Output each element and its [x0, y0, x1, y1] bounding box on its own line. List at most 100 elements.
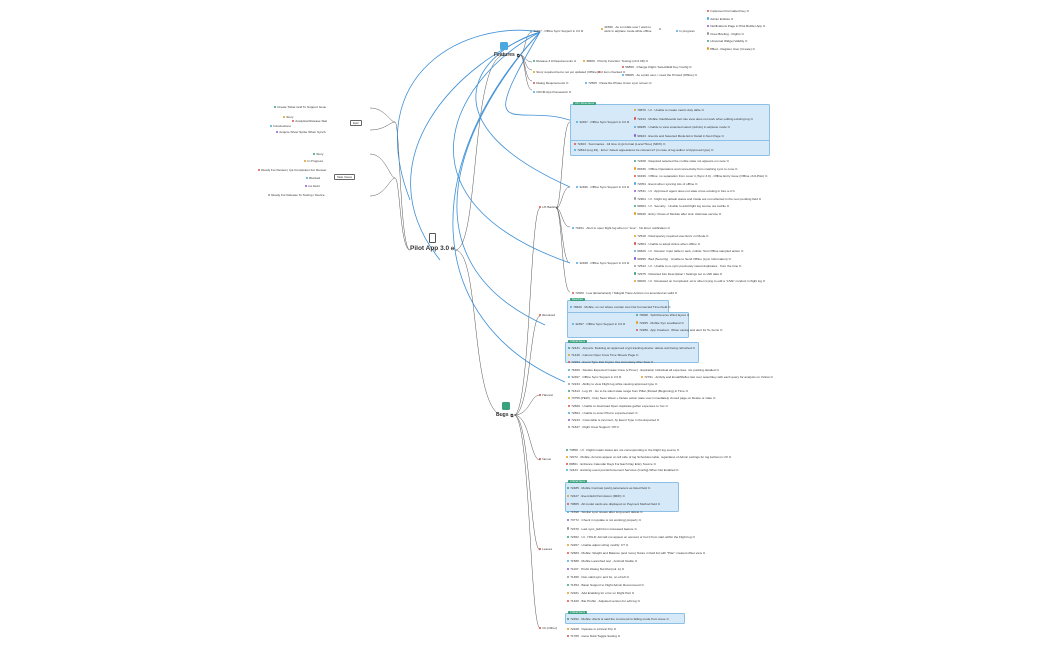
bug-item[interactable]: 72452 · Mobile: Alerts is said the comme… [567, 617, 669, 621]
bug-item[interactable]: 71588 · Mobile Launched test · Android f… [567, 559, 637, 563]
task-view-item[interactable]: Ready For Review | Qa Completion For Rev… [258, 168, 326, 172]
in-progress-item[interactable]: PBed - Register User (Create)⧉ [707, 47, 755, 51]
external-link-icon[interactable]: ⧉ [716, 367, 719, 372]
external-link-icon[interactable]: ⧉ [770, 374, 773, 379]
task-views-label[interactable]: Task Views [334, 174, 355, 180]
epic-item[interactable]: Story [283, 115, 293, 119]
bug-item[interactable]: 71765 · Gene Dark Toggle Setting⧉ [567, 634, 620, 638]
feature-child[interactable]: 39600 · Priority Function: Testing (v3.0… [583, 59, 648, 63]
external-link-icon[interactable]: ⧉ [686, 313, 690, 317]
backlog-item[interactable]: 99943 · Events and Selected Mode Error D… [634, 134, 724, 138]
external-link-icon[interactable]: ⧉ [581, 29, 584, 33]
epic-item[interactable]: Introductions [270, 124, 291, 128]
external-link-icon[interactable]: ⧉ [720, 328, 723, 332]
bug-item[interactable]: 79098 · Split Reverse Wind layout⧉ [636, 313, 689, 317]
bug-item[interactable]: 71598 · Similar sync issues after long e… [567, 510, 642, 514]
external-link-icon[interactable]: ⧉ [762, 24, 766, 28]
external-link-icon[interactable]: ⧉ [623, 70, 626, 74]
external-link-icon[interactable]: ⧉ [665, 403, 668, 408]
external-link-icon[interactable]: ⧉ [681, 320, 684, 325]
bug-item[interactable]: 71320 · Bar Profile · Adjusted version f… [567, 599, 640, 603]
external-link-icon[interactable]: ⧉ [621, 567, 625, 571]
backlog-item[interactable]: 89336 · Offline Operations and connectiv… [634, 167, 737, 171]
bug-item[interactable]: 73756 (PEW) · Duty Seen Week + Delete ac… [568, 396, 715, 400]
external-link-icon[interactable]: ⧉ [676, 468, 679, 473]
external-link-icon[interactable]: ⧉ [645, 59, 648, 63]
backlog-item[interactable]: 70870 · UI · Unable to create metric dut… [634, 108, 704, 112]
external-link-icon[interactable]: ⧉ [674, 291, 677, 295]
external-link-icon[interactable]: ⧉ [728, 454, 732, 459]
external-link-icon[interactable]: ⧉ [510, 412, 514, 418]
feature-child[interactable]: 2 item checked⧉ [598, 70, 625, 74]
backlog-item[interactable]: 72543 · UI · Unable to re-sync previousl… [634, 264, 741, 268]
bug-item[interactable]: 72286 · App Crashed · When saving and al… [636, 328, 722, 332]
external-link-icon[interactable]: ⧉ [727, 125, 730, 129]
task-view-item[interactable]: Ice Debt [305, 184, 320, 188]
external-link-icon[interactable]: ⧉ [634, 526, 637, 531]
category-features[interactable]: Features ⧉ [494, 42, 520, 58]
backlog-item[interactable]: 99946 · Entry: Flows of Module after sin… [634, 212, 721, 216]
in-progress-item[interactable]: Crew Briefing - Flights⧉ [707, 32, 744, 36]
external-link-icon[interactable]: ⧉ [711, 148, 714, 152]
external-link-icon[interactable]: ⧉ [730, 16, 734, 21]
backlog-item[interactable]: 99026 · UI · Reviewed on Completed: erro… [634, 279, 765, 283]
collapse-toggle-icon[interactable]: ⊖ [449, 246, 455, 252]
bug-branch-label[interactable]: Resolved [539, 313, 555, 317]
task-view-item[interactable]: Blocked [306, 176, 320, 180]
bug-item[interactable]: 76369 · Studies Expected Create Crew (v.… [568, 368, 719, 372]
in-progress-item[interactable]: Universal Widget Validity⧉ [707, 39, 747, 43]
epic-hub[interactable]: 32497 · Offline Sync Support in 3.0⧉ [568, 375, 621, 379]
external-link-icon[interactable]: ⧉ [663, 142, 666, 146]
external-link-icon[interactable]: ⧉ [676, 448, 680, 452]
bug-item[interactable]: 72431 · Airports: Deleting an approved c… [568, 346, 695, 350]
epic-label[interactable]: Epic [350, 120, 362, 126]
external-link-icon[interactable]: ⧉ [668, 305, 671, 309]
external-link-icon[interactable]: ⧉ [635, 410, 638, 415]
external-link-icon[interactable]: ⧉ [516, 52, 520, 58]
epic-item[interactable]: Acquire Show Sprite When Synch [276, 130, 326, 134]
epic-hub[interactable]: 32497 · Offline Sync Support in 3.0⧉ [530, 29, 583, 33]
bug-item[interactable]: 71107 · Prefix Dialog Not Run(nul. A)⧉ [567, 567, 624, 571]
external-link-icon[interactable]: ⧉ [656, 418, 660, 422]
in-progress-label[interactable]: In progress [676, 29, 695, 33]
bug-item[interactable]: 71354 · Basic Support to Flight Admin Re… [567, 583, 644, 587]
backlog-item[interactable]: 99959 · Bed (Security) · Unable to Send … [634, 257, 731, 261]
backlog-item[interactable]: 72000 · Low (Entertained) / Talkgrid Tra… [572, 291, 677, 295]
feature-row[interactable]: Dialog Requirements⧉ [533, 81, 568, 85]
in-progress-item[interactable]: Notifications Page in Pilot Builder App⧉ [707, 24, 765, 28]
external-link-icon[interactable]: ⧉ [694, 73, 697, 77]
bug-item[interactable]: 72370 · Last sync_Edit from increased fe… [567, 527, 637, 531]
feature-row[interactable]: Release 3.0 Requirements⧉ [533, 59, 576, 63]
external-link-icon[interactable]: ⧉ [695, 181, 698, 186]
external-link-icon[interactable]: ⧉ [650, 360, 654, 365]
bug-branch-label[interactable]: On (Other) [539, 626, 557, 630]
external-link-icon[interactable]: ⧉ [622, 494, 625, 499]
external-link-icon[interactable]: ⧉ [573, 59, 576, 63]
external-link-icon[interactable]: ⧉ [726, 204, 730, 208]
external-link-icon[interactable]: ⧉ [692, 346, 695, 350]
backlog-item[interactable]: 99935 · Unable to view extended select (… [634, 125, 730, 129]
external-link-icon[interactable]: ⧉ [648, 486, 651, 490]
bug-item[interactable]: 72228 · Operate in a Doral Trip⧉ [567, 627, 616, 631]
epic-hub[interactable]: 32498 · Offline Sync Support in 3.0⧉ [576, 261, 629, 265]
external-link-icon[interactable]: ⧉ [697, 241, 700, 246]
bug-item[interactable]: 71847 · Flight Crew Support: Off⧉ [568, 425, 619, 429]
external-link-icon[interactable]: ⧉ [719, 211, 722, 216]
external-link-icon[interactable]: ⧉ [617, 634, 621, 638]
external-link-icon[interactable]: ⧉ [626, 542, 629, 547]
backlog-item[interactable]: 72518 · Discrepancy required user Error … [634, 234, 708, 238]
external-link-icon[interactable]: ⧉ [658, 27, 661, 31]
bug-branch-label[interactable]: Leaves [539, 547, 552, 551]
task-view-item[interactable]: Ready For Release To Testing / Device [268, 193, 325, 197]
external-link-icon[interactable]: ⧉ [636, 353, 639, 358]
feature-row[interactable]: OFCM App Framework⧉ [533, 90, 571, 94]
in-progress-item[interactable]: Admin Entities⧉ [707, 17, 733, 21]
category-bugs[interactable]: Bugs ⧉ [496, 402, 514, 418]
bug-item[interactable]: 72293 · Event Type that Crypto Use Accur… [568, 360, 653, 364]
external-link-icon[interactable]: ⧉ [626, 575, 629, 580]
external-link-icon[interactable]: ⧉ [741, 249, 744, 253]
backlog-item[interactable]: 72408 · Required selected the mobile sta… [634, 159, 729, 163]
external-link-icon[interactable]: ⧉ [667, 226, 670, 230]
bug-item[interactable]: 72669 · Unable to download Open duplicat… [568, 404, 668, 408]
